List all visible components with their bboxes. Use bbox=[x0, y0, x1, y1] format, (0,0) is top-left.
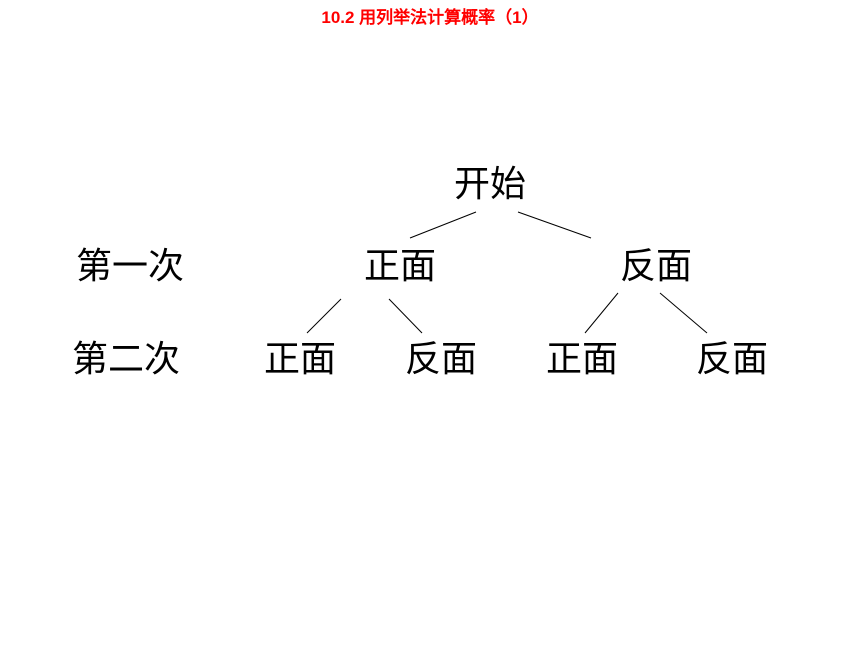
slide-title: 10.2 用列举法计算概率（1） bbox=[321, 8, 539, 27]
tree-node-second-heads-heads: 正面 bbox=[263, 339, 337, 380]
tree-node-first-heads: 正面 bbox=[363, 246, 437, 287]
edge-root-to-heads bbox=[409, 211, 477, 239]
tree-node-second-tails-heads: 正面 bbox=[545, 339, 619, 380]
edge-heads-to-heads bbox=[306, 298, 342, 334]
tree-node-second-tails-tails: 反面 bbox=[695, 339, 769, 380]
row-label-first: 第一次 bbox=[76, 246, 185, 287]
tree-node-second-heads-tails: 反面 bbox=[404, 339, 478, 380]
edge-root-to-tails bbox=[517, 211, 592, 239]
edge-tails-to-heads bbox=[584, 292, 619, 334]
edge-tails-to-tails bbox=[659, 292, 708, 334]
row-label-second: 第二次 bbox=[72, 339, 181, 380]
edge-heads-to-tails bbox=[388, 298, 423, 334]
tree-node-root: 开始 bbox=[453, 164, 527, 205]
tree-node-first-tails: 反面 bbox=[619, 246, 693, 287]
